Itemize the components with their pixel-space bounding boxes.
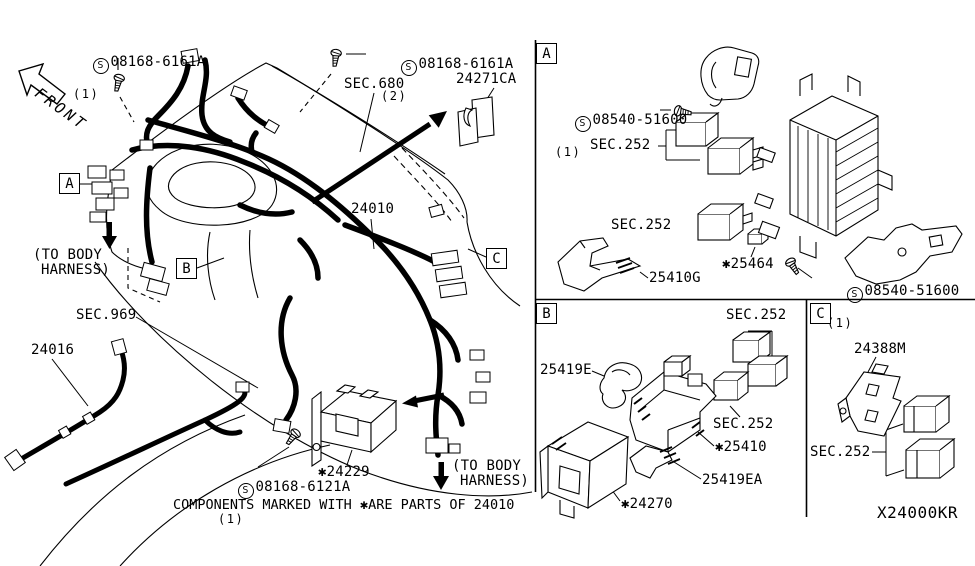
fastener-qty: (1): [555, 145, 582, 160]
direction-arrows: [18, 62, 449, 490]
leader-lines-main: [51, 53, 495, 468]
fastener-code: 08168-6121A: [255, 478, 351, 495]
callout-sec252-b2: SEC.252: [713, 416, 774, 432]
section-b-parts: [539, 330, 789, 519]
callout-25410: ✱25410: [715, 439, 767, 455]
s-mark-icon: S: [846, 286, 863, 303]
callout-24010: 24010: [351, 201, 395, 217]
callout-25464: ✱25464: [722, 256, 774, 272]
callout-sec252-b1: SEC.252: [726, 307, 787, 323]
harness-24016-and-floor: [13, 347, 248, 487]
view-marker-b: B: [176, 258, 197, 279]
fastener-qty: (2): [381, 89, 408, 104]
callout-sec680: SEC.680: [344, 76, 405, 92]
callout-sec969: SEC.969: [76, 307, 137, 323]
drawing-code: X24000KR: [877, 503, 959, 522]
callout-sec252-a2: SEC.252: [611, 217, 672, 233]
section-b-marker: B: [536, 303, 557, 324]
bracket-24229: [311, 384, 398, 468]
section-a-parts: [557, 46, 963, 292]
callout-24270: ✱24270: [621, 496, 673, 512]
section-dividers: [534, 40, 975, 517]
section-c-marker: C: [810, 303, 831, 324]
callout-25419e: 25419E: [540, 362, 592, 378]
s-mark-icon: S: [400, 59, 417, 76]
section-c-parts: [837, 356, 956, 479]
callout-24388m: 24388M: [854, 341, 906, 357]
callout-sec252-c: SEC.252: [810, 444, 871, 460]
fastener-qty: (1): [73, 87, 100, 102]
fastener-code: 08540-51600: [592, 111, 688, 128]
callout-24271ca: 24271CA: [456, 71, 517, 87]
section-a-marker: A: [536, 43, 557, 64]
fastener-code: 08168-6161A: [110, 53, 206, 70]
front-arrow-icon: [18, 62, 66, 105]
harness-connectors: [3, 48, 491, 472]
view-marker-a: A: [59, 173, 80, 194]
footer-note: COMPONENTS MARKED WITH ✱ARE PARTS OF 240…: [173, 497, 515, 513]
callout-24016: 24016: [31, 342, 75, 358]
view-marker-c: C: [486, 248, 507, 269]
callout-sec252-a1: SEC.252: [590, 137, 651, 153]
fastener-code: 08168-6161A: [418, 55, 514, 72]
callout-25419ea: 25419EA: [702, 472, 763, 488]
s-mark-icon: S: [574, 115, 591, 132]
callout-25410g: 25410G: [649, 270, 701, 286]
fastener-code: 08540-51600: [864, 282, 960, 299]
s-mark-icon: S: [237, 482, 254, 499]
fastener-qty: (1): [827, 316, 854, 331]
clip-24271ca: [457, 96, 495, 147]
s-mark-icon: S: [92, 57, 109, 74]
callout-24229: ✱24229: [318, 464, 370, 480]
fastener-qty: (1): [218, 512, 245, 527]
